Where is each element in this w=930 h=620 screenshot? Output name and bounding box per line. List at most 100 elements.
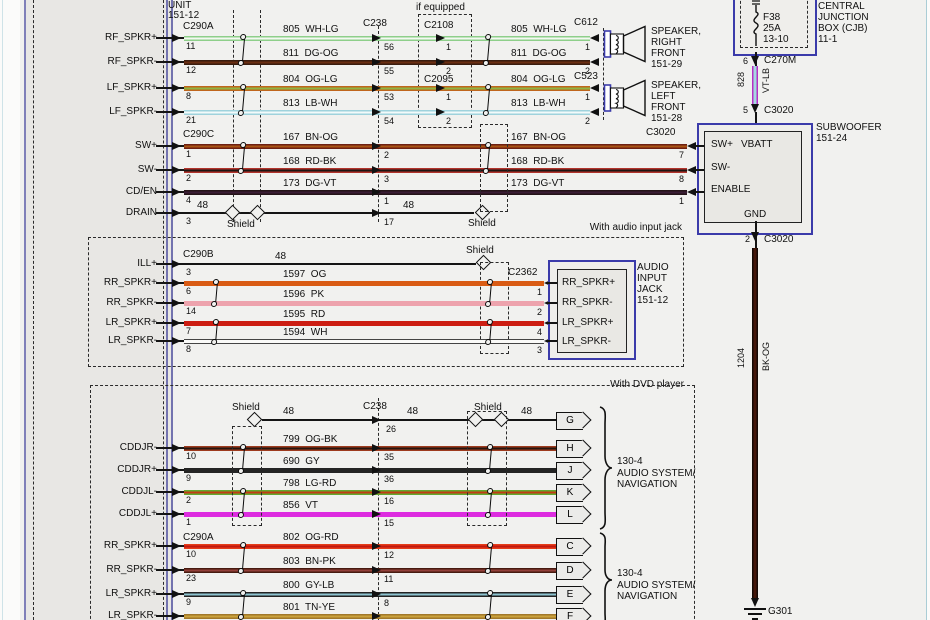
wire-690-gy xyxy=(184,468,557,473)
arrow-right-icon xyxy=(372,542,381,550)
circuit-label: 813 LB-WH xyxy=(511,98,566,109)
connector-label-c270m: C270M xyxy=(764,55,797,66)
wire-stub xyxy=(156,615,184,617)
pin-number: 2 xyxy=(584,66,590,76)
wire-stub xyxy=(548,340,557,342)
row-label-cddjl-minus: CDDJL- xyxy=(121,486,157,497)
arrow-right-icon xyxy=(172,260,181,268)
wire-stub xyxy=(156,340,184,342)
audio-input-jack-option-box xyxy=(88,237,684,367)
arrow-right-icon xyxy=(372,566,381,574)
with-dvd-player-label: With DVD player xyxy=(610,379,684,390)
connector-label-c238: C238 xyxy=(363,18,387,29)
nav-label: AUDIO SYSTEM/ xyxy=(617,580,696,591)
wire-stub xyxy=(690,145,704,147)
pin-number: 56 xyxy=(384,42,395,52)
wire-stub-vertical xyxy=(755,112,757,131)
circuit-label: 168 RD-BK xyxy=(283,156,337,167)
arrow-down-icon xyxy=(751,598,759,607)
row-label-lr-spkr-minus: LR_SPKR- xyxy=(108,335,157,346)
pin-number: 10 xyxy=(186,549,197,559)
row-label-sw-plus: SW+ xyxy=(135,140,157,151)
circuit-label: 167 BN-OG xyxy=(511,132,567,143)
pin-number: 9 xyxy=(186,473,192,483)
wire-stub xyxy=(156,469,184,471)
pin-number: 14 xyxy=(186,306,197,316)
speaker-icon xyxy=(603,79,646,117)
circuit-label: 48 xyxy=(275,251,287,262)
row-label-cddjr-minus: CDDJR- xyxy=(119,442,157,453)
pin-number: 11 xyxy=(186,41,196,51)
pin-number: 3 xyxy=(384,174,390,184)
pin-number: 10 xyxy=(186,451,197,461)
connector-chevron: C xyxy=(556,538,583,556)
arrow-down-icon xyxy=(751,56,759,65)
pin-number: 9 xyxy=(186,597,192,607)
wire-1204-bk-og xyxy=(752,248,758,600)
connector-label-c3020: C3020 xyxy=(764,234,794,245)
arrow-right-icon xyxy=(436,108,445,116)
wire-805-wh-lg xyxy=(184,36,590,41)
connector-chevron: D xyxy=(556,562,583,580)
pin-number: 12 xyxy=(186,65,197,75)
shield-guide-box xyxy=(480,262,509,354)
pin-number: 36 xyxy=(384,474,395,484)
arrow-down-icon xyxy=(751,104,759,113)
arrow-right-icon xyxy=(172,488,181,496)
pin-number: 6 xyxy=(186,286,192,296)
wire-801-tn-ye xyxy=(184,614,557,619)
brace-icon xyxy=(599,406,613,530)
twist-guide-left-b xyxy=(260,10,261,222)
arrow-right-icon xyxy=(372,34,381,42)
left-edge-line xyxy=(2,0,3,620)
circuit-label: 167 BN-OG xyxy=(283,132,339,143)
cjb-label: CENTRAL xyxy=(818,1,865,12)
subwoofer-pin-gnd: GND xyxy=(744,209,767,220)
circuit-code-vertical: BK-OG xyxy=(761,342,771,372)
row-label-lr-spkr-minus-2: LR_SPKR- xyxy=(108,610,157,620)
wire-799-og-bk xyxy=(184,446,557,451)
arrow-right-icon xyxy=(172,590,181,598)
pin-number: 2 xyxy=(744,234,750,244)
row-label-cddjr-plus: CDDJR+ xyxy=(117,464,157,475)
wire-856-vt xyxy=(184,512,557,517)
arrow-right-icon xyxy=(172,566,181,574)
fuse-icon xyxy=(752,0,760,46)
cjb-label: BOX (CJB) xyxy=(818,23,868,34)
twisted-pair-icon xyxy=(241,38,252,62)
subwoofer-ref: 151-24 xyxy=(816,133,848,144)
circuit-label: 798 LG-RD xyxy=(283,478,337,489)
circuit-label: 1597 OG xyxy=(283,269,327,280)
row-label-lf-spkr-minus: LF_SPKR- xyxy=(109,106,157,117)
wire-stub xyxy=(156,282,184,284)
pin-number: 1 xyxy=(584,42,590,52)
wire-stub xyxy=(156,212,184,214)
wire-stub xyxy=(156,491,184,493)
circuit-label: 48 xyxy=(283,406,295,417)
pin-number: 3 xyxy=(186,267,192,277)
arrow-left-icon xyxy=(590,58,599,66)
circuit-label: 805 WH-LG xyxy=(283,24,339,35)
wire-802-og-rd xyxy=(184,544,557,549)
circuit-label: 801 TN-YE xyxy=(283,602,336,613)
row-label-rr-spkr-minus: RR_SPKR- xyxy=(106,297,157,308)
wire-stub xyxy=(156,593,184,595)
fuse-name: F38 xyxy=(763,12,781,23)
fuse-rating: 25A xyxy=(763,23,781,34)
connector-chevron: F xyxy=(556,608,583,620)
row-label-lf-spkr-plus: LF_SPKR+ xyxy=(106,82,157,93)
arrow-right-icon xyxy=(172,142,181,150)
nav-label: AUDIO SYSTEM/ xyxy=(617,468,696,479)
speaker-icon xyxy=(603,25,646,63)
row-label-ill-plus: ILL+ xyxy=(137,258,157,269)
chevron-letter: J xyxy=(567,464,573,476)
speaker-lf-label: SPEAKER, xyxy=(651,80,702,91)
circuit-label: 803 BN-PK xyxy=(283,556,336,567)
pin-number: 1 xyxy=(384,196,390,206)
twist-guide-left-a xyxy=(233,10,234,222)
wire-stub xyxy=(156,322,184,324)
pin-number: 1 xyxy=(446,42,452,52)
c612-dashed-line xyxy=(603,28,604,120)
pin-number: 1 xyxy=(678,196,684,206)
wire-1596-pk xyxy=(184,301,544,306)
